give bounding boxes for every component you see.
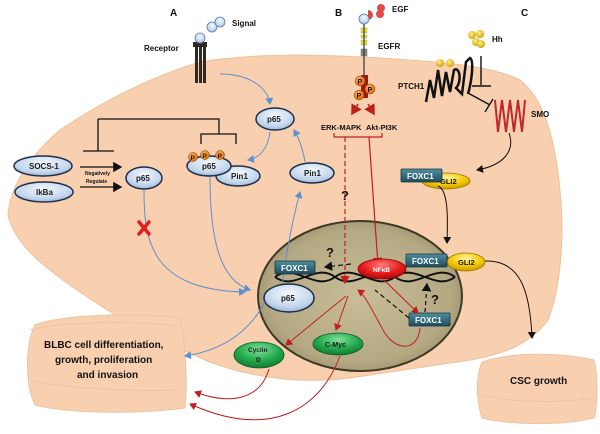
pin1-label: Pin1 [231, 172, 248, 181]
hh-label: Hh [492, 35, 503, 44]
c-myc-label: C-Myc [325, 342, 346, 349]
foxc1-nucleus-left[interactable]: FOXC1 [274, 260, 316, 275]
phospho-label: P [357, 93, 362, 100]
phospho-label: P [358, 79, 363, 86]
foxc1-label: FOXC1 [407, 172, 434, 181]
arrow-cmyc-blbc [189, 355, 341, 421]
arrow-p65-blbc [184, 301, 266, 360]
foxc1-gli2-nucleus-complex[interactable]: GLI2 FOXC1 [405, 252, 486, 272]
ikba-label: IkBa [36, 188, 53, 197]
blocked-x-icon [137, 220, 151, 236]
arrow-p65-pin1 [247, 131, 271, 163]
blbc-outcome-blob [27, 314, 187, 413]
arrow-smo-gli2 [476, 132, 512, 173]
phospho-p65-protein[interactable]: p65 P P P [186, 150, 232, 177]
akt-pi3k-label: Akt-PI3K [366, 123, 398, 132]
regulate-label: Regulate [86, 179, 107, 185]
p65-label: p65 [136, 174, 150, 183]
arrow-akt-nfkb [368, 136, 383, 267]
phospho-label: P [218, 153, 223, 160]
cyclin-d-protein[interactable]: Cyclin D [233, 341, 285, 369]
signal-ligand-icon [206, 16, 226, 33]
p65-label: p65 [267, 115, 281, 124]
foxc1-nucleus-lower[interactable]: FOXC1 [408, 312, 451, 327]
signal-label: Signal [232, 19, 256, 28]
arrow-egfr-akt [364, 103, 375, 116]
csc-outcome-label: CSC growth [510, 376, 567, 387]
nfkb-label: NFκB [373, 267, 390, 274]
ptch1-receptor-icon [424, 56, 474, 103]
ikba-protein[interactable]: IkBa [14, 181, 74, 203]
socs1-label: SOCS-1 [29, 162, 59, 171]
inhibition-bracket-inner [200, 133, 237, 144]
p65-protein-nucleus[interactable]: p65 [263, 283, 315, 313]
arrow-pin1-p65 [293, 129, 306, 163]
arrow-receptor-p65 [219, 73, 274, 105]
arrow-p65-nucleus-blocked [143, 189, 246, 296]
inhibition-bracket-top [98, 118, 220, 134]
dashed-link-foxc1-dna [374, 289, 410, 319]
egf-ligand-icon [368, 4, 385, 20]
p65-label: p65 [281, 294, 295, 303]
nfkb-protein[interactable]: NFκB [357, 258, 407, 280]
panel-label-b: B [335, 8, 342, 19]
arrow-foxc1-feedback [357, 289, 421, 347]
cyclin-d-label-line1: Cyclin [248, 347, 268, 354]
question-mark-foxc1: ? [431, 292, 439, 307]
arrow-egfr-erk [351, 103, 362, 116]
gli2-label: GLI2 [458, 258, 475, 267]
dna-helix [274, 271, 456, 283]
panel-label-c: C [521, 8, 528, 19]
blbc-outcome-line2: growth, proliferation [55, 355, 152, 366]
question-mark-erk: ? [341, 188, 349, 203]
smo-receptor-icon [494, 99, 526, 133]
arrow-nfkb-foxc1-dashed [323, 261, 352, 271]
arrow-cyclind-blbc [194, 368, 270, 400]
egfr-phospho-group: P P P [353, 75, 376, 101]
blbc-outcome-line1: BLBC cell differentiation, [44, 340, 164, 351]
egfr-receptor-icon [358, 13, 370, 98]
socs1-protein[interactable]: SOCS-1 [13, 155, 73, 177]
phospho-label: P [191, 155, 196, 162]
p65-protein-cytoplasm-top[interactable]: p65 [255, 107, 295, 131]
pathway-bracket [333, 133, 383, 138]
receptor-icon [193, 32, 207, 83]
foxc1-label: FOXC1 [415, 316, 442, 325]
phospho-label: P [368, 87, 373, 94]
negatively-label: Negatively [85, 171, 110, 177]
arrow-foxc1-dna-dashed [421, 282, 432, 313]
phospho-label: P [203, 153, 208, 160]
arrow-dna-cmyc [334, 295, 349, 331]
pin1-label: Pin1 [304, 169, 321, 178]
receptor-label: Receptor [144, 44, 179, 53]
gli2-label: GLI2 [440, 177, 457, 186]
hh-ligand-icon [468, 30, 485, 48]
p65-protein-cytoplasm-left[interactable]: p65 [125, 166, 163, 190]
foxc1-gli2-cytoplasm-complex[interactable]: GLI2 FOXC1 [400, 168, 471, 190]
inhibition-hh-ptch1 [472, 56, 491, 87]
smo-label: SMO [531, 110, 549, 119]
question-mark-nfkb-foxc1: ? [326, 245, 334, 260]
ptch1-label: PTCH1 [398, 82, 425, 91]
c-myc-protein[interactable]: C-Myc [312, 332, 364, 356]
cyclin-d-label-line2: D [256, 357, 261, 364]
p65-label: p65 [202, 162, 216, 171]
arrow-gli2-csc [484, 260, 536, 339]
erk-mapk-label: ERK-MAPK [321, 123, 362, 132]
arrow-dna-cyclind [285, 295, 347, 346]
blbc-outcome-line3: and invasion [77, 370, 138, 381]
inhibition-bar [83, 119, 114, 152]
egf-label: EGF [392, 5, 409, 14]
panel-label-a: A [170, 8, 177, 19]
foxc1-label: FOXC1 [281, 264, 308, 273]
arrow-nfkb-foxc1 [383, 279, 419, 314]
foxc1-label: FOXC1 [412, 257, 439, 266]
inhibition-ptch1-smo [467, 92, 494, 113]
pin1-protein-free[interactable]: Pin1 [289, 162, 335, 184]
csc-outcome-blob [477, 353, 598, 425]
arrow-pp65-nucleus [209, 176, 251, 292]
egfr-label: EGFR [378, 42, 400, 51]
arrow-gli2-nucleus [437, 185, 452, 244]
